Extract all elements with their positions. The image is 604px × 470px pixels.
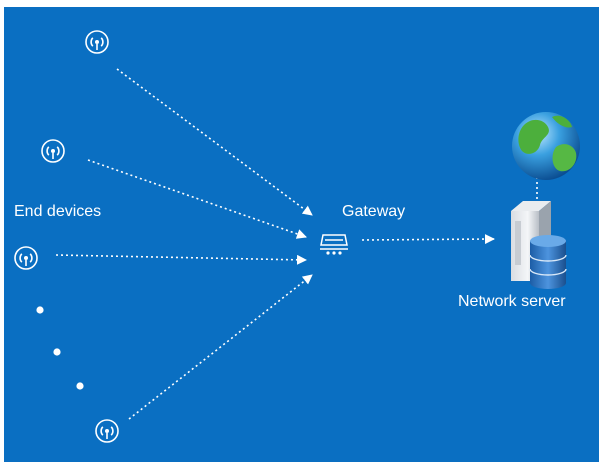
network-diagram: End devices Gateway Network server [4, 7, 599, 462]
end-device-links [55, 68, 538, 420]
link-device-1 [116, 68, 313, 216]
antenna-signal-icon [85, 30, 109, 54]
server-database-icon [511, 201, 567, 289]
router-icon [320, 234, 348, 255]
gateway-label: Gateway [342, 203, 406, 220]
diagram-graphics [14, 30, 580, 443]
antenna-signal-icon [95, 419, 119, 443]
end-devices-label: End devices [14, 203, 102, 220]
link-gateway-server [361, 234, 495, 245]
antenna-signal-icon [41, 139, 65, 163]
link-device-2 [87, 159, 307, 239]
link-device-3 [55, 254, 307, 265]
network-server-label: Network server [458, 293, 566, 310]
link-device-4 [128, 274, 313, 420]
ellipsis-dots [36, 306, 84, 390]
globe-icon [512, 112, 580, 180]
antenna-signal-icon [14, 246, 38, 270]
